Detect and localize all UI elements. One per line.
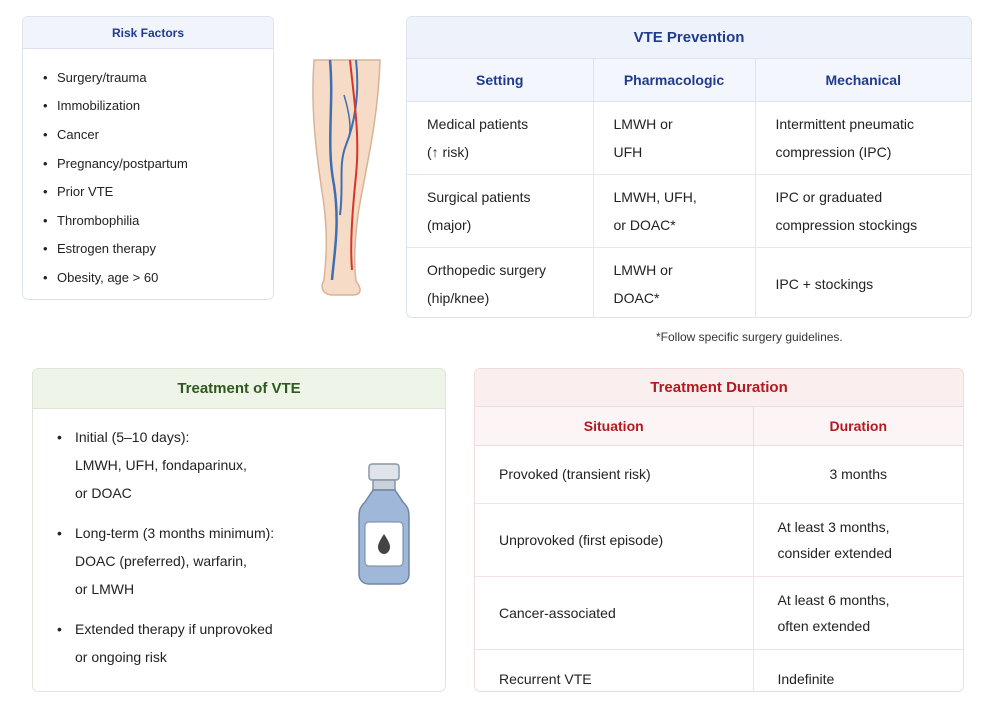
prevention-footnote: *Follow specific surgery guidelines. bbox=[656, 330, 843, 344]
list-item: •Obesity, age > 60 bbox=[43, 269, 159, 285]
duration-cell: 3 months bbox=[753, 445, 963, 504]
list-item: • Initial (5–10 days): LMWH, UFH, fondap… bbox=[57, 429, 247, 501]
table-row: Cancer-associated At least 6 months,ofte… bbox=[475, 576, 963, 650]
column-header: Mechanical bbox=[755, 59, 971, 102]
prevention-table: Setting Pharmacologic Mechanical Medical… bbox=[407, 59, 971, 317]
mechanical-cell: IPC + stockings bbox=[775, 275, 874, 292]
column-header: Situation bbox=[475, 407, 754, 446]
table-row: Provoked (transient risk) 3 months bbox=[475, 445, 963, 504]
situation-cell: Unprovoked (first episode) bbox=[475, 503, 754, 577]
risk-factor-label: Pregnancy/postpartum bbox=[57, 155, 188, 171]
duration-table: Situation Duration Provoked (transient r… bbox=[475, 407, 963, 691]
treatment-duration-title: Treatment Duration bbox=[475, 369, 963, 407]
risk-factor-label: Immobilization bbox=[57, 98, 141, 114]
risk-factor-label: Prior VTE bbox=[57, 184, 114, 200]
table-row: Surgical patients(major) LMWH, UFH,or DO… bbox=[407, 174, 971, 248]
situation-cell: Cancer-associated bbox=[475, 576, 754, 650]
situation-cell: Provoked (transient risk) bbox=[475, 445, 754, 504]
table-header-row: Setting Pharmacologic Mechanical bbox=[407, 59, 971, 102]
duration-cell: At least 3 months,consider extended bbox=[753, 503, 963, 577]
pharmacologic-cell: LMWH, UFH,or DOAC* bbox=[593, 174, 756, 248]
setting-cell: Orthopedic surgery(hip/knee) bbox=[407, 247, 594, 317]
list-item: •Thrombophilia bbox=[43, 212, 140, 228]
treatment-list: • Initial (5–10 days): LMWH, UFH, fondap… bbox=[33, 409, 333, 671]
column-header: Setting bbox=[407, 59, 594, 102]
list-item: • Long-term (3 months minimum): DOAC (pr… bbox=[57, 525, 275, 597]
risk-factor-label: Estrogen therapy bbox=[57, 241, 157, 257]
treatment-title: Treatment of VTE bbox=[33, 369, 445, 409]
list-item: •Pregnancy/postpartum bbox=[43, 155, 188, 171]
risk-factors-list: •Surgery/trauma •Immobilization •Cancer … bbox=[23, 49, 273, 292]
table-row: Recurrent VTE Indefinite bbox=[475, 649, 963, 691]
duration-cell: At least 6 months,often extended bbox=[753, 576, 963, 650]
list-item: •Prior VTE bbox=[43, 184, 114, 200]
list-item: •Surgery/trauma bbox=[43, 69, 147, 85]
risk-factors-title: Risk Factors bbox=[23, 17, 273, 49]
list-item: •Estrogen therapy bbox=[43, 241, 157, 257]
list-item: • Extended therapy if unprovoked or ongo… bbox=[57, 621, 273, 665]
column-header: Duration bbox=[753, 407, 963, 446]
risk-factor-label: Thrombophilia bbox=[57, 212, 140, 228]
list-item: •Cancer bbox=[43, 126, 99, 142]
leg-veins-illustration-icon bbox=[312, 59, 381, 296]
treatment-duration-card: Treatment Duration Situation Duration Pr… bbox=[474, 368, 964, 692]
list-item: •Immobilization bbox=[43, 98, 141, 114]
risk-factor-label: Cancer bbox=[57, 126, 99, 142]
table-row: Unprovoked (first episode) At least 3 mo… bbox=[475, 503, 963, 577]
medication-vial-icon bbox=[358, 463, 410, 585]
risk-factor-label: Obesity, age > 60 bbox=[57, 269, 159, 285]
column-header: Pharmacologic bbox=[593, 59, 756, 102]
setting-cell: Medical patients(↑ risk) bbox=[407, 101, 594, 175]
duration-cell: Indefinite bbox=[777, 671, 835, 688]
situation-cell: Recurrent VTE bbox=[475, 649, 754, 691]
vte-prevention-card: VTE Prevention Setting Pharmacologic Mec… bbox=[406, 16, 972, 318]
risk-factors-card: Risk Factors •Surgery/trauma •Immobiliza… bbox=[22, 16, 274, 300]
vte-prevention-title: VTE Prevention bbox=[407, 17, 971, 59]
setting-cell: Surgical patients(major) bbox=[407, 174, 594, 248]
risk-factor-label: Surgery/trauma bbox=[57, 69, 147, 85]
table-header-row: Situation Duration bbox=[475, 407, 963, 446]
